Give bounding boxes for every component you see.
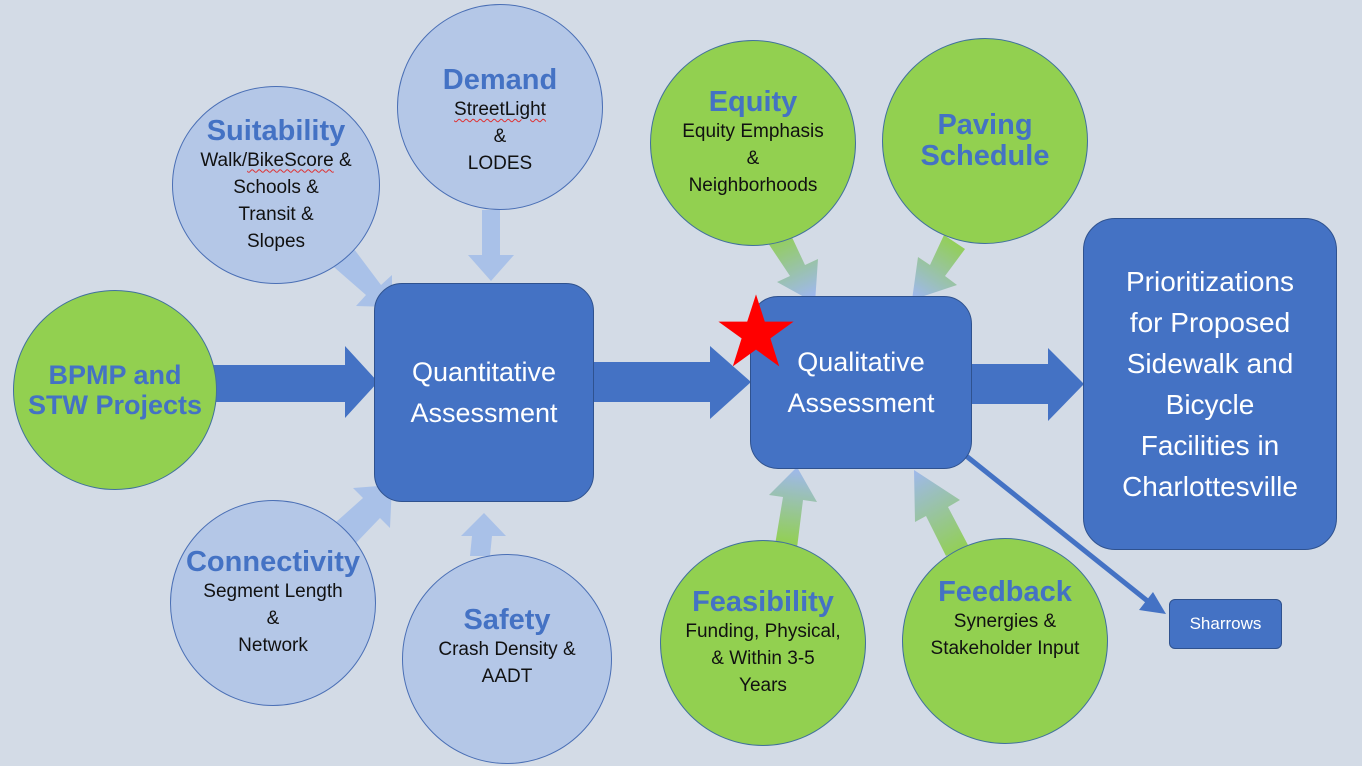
feedback-node: Feedback Synergies & Stakeholder Input — [902, 538, 1108, 744]
equity-line-1: Equity Emphasis — [682, 121, 824, 142]
paving-schedule-node: Paving Schedule — [882, 38, 1088, 244]
arrow-paving-to-qualitative — [912, 235, 965, 300]
result-line-3: Sidewalk and — [1126, 348, 1294, 379]
suitability-node: Suitability Walk/BikeScore & Schools & T… — [172, 86, 380, 284]
equity-node: Equity Equity Emphasis & Neighborhoods — [650, 40, 856, 246]
suitability-line-4: Slopes — [246, 230, 306, 252]
feedback-title: Feedback — [938, 576, 1072, 608]
bpmp-title: BPMP and STW Projects — [27, 360, 203, 420]
feedback-line-1: Synergies & — [953, 611, 1057, 632]
arrow-safety-to-quantitative — [461, 513, 506, 556]
feasibility-line-1: Funding, Physical, — [685, 621, 841, 642]
qualitative-line-2: Assessment — [787, 387, 935, 418]
equity-title: Equity — [708, 86, 798, 118]
connectivity-line-3: Network — [238, 635, 308, 656]
suitability-line-1: Walk/BikeScore & — [200, 149, 352, 171]
arrow-quantitative-to-qualitative — [575, 346, 751, 419]
paving-title-line-1: Paving — [937, 109, 1033, 141]
paving-title-line-2: Schedule — [920, 140, 1050, 172]
safety-line-1: Crash Density & — [438, 639, 576, 660]
result-line-6: Charlottesville — [1122, 471, 1298, 502]
connectivity-title: Connectivity — [185, 546, 361, 578]
feasibility-line-2: & Within 3-5 — [711, 648, 815, 669]
result-line-5: Facilities in — [1140, 430, 1280, 461]
feasibility-node: Feasibility Funding, Physical, & Within … — [660, 540, 866, 746]
quantitative-line-2: Assessment — [410, 397, 558, 428]
arrow-qualitative-to-sharrows — [963, 453, 1152, 605]
feedback-line-2: Stakeholder Input — [930, 638, 1080, 659]
suitability-line-2: Schools & — [233, 176, 319, 198]
equity-line-2: & — [746, 148, 760, 169]
prioritizations-result-box: Prioritizations for Proposed Sidewalk an… — [1083, 218, 1337, 550]
sharrows-label: Sharrows — [1189, 614, 1262, 633]
safety-title: Safety — [463, 604, 551, 636]
bpmp-stw-projects-node: BPMP and STW Projects — [13, 290, 217, 490]
red-star-icon — [718, 294, 794, 367]
sharrows-box: Sharrows — [1169, 599, 1282, 649]
result-line-2: for Proposed — [1129, 307, 1291, 338]
arrow-bpmp-to-quantitative — [213, 346, 378, 418]
arrow-equity-to-qualitative — [768, 233, 818, 303]
safety-node: Safety Crash Density & AADT — [402, 554, 612, 764]
qualitative-line-1: Qualitative — [797, 346, 925, 377]
arrow-feasibility-to-qualitative — [769, 467, 817, 548]
arrow-connectivity-to-quantitative — [335, 485, 392, 543]
suitability-line-3: Transit & — [238, 203, 314, 225]
arrow-qualitative-to-result — [970, 348, 1084, 421]
feasibility-line-3: Years — [739, 675, 787, 696]
arrow-demand-to-quantitative — [468, 210, 514, 281]
result-line-4: Bicycle — [1165, 389, 1255, 420]
demand-line-3: LODES — [467, 153, 533, 174]
feasibility-title: Feasibility — [692, 586, 834, 618]
demand-line-2: & — [493, 126, 507, 147]
connectivity-line-1: Segment Length — [203, 581, 343, 602]
connectivity-line-2: & — [266, 608, 280, 629]
result-line-1: Prioritizations — [1125, 266, 1295, 297]
quantitative-assessment-box: Quantitative Assessment — [374, 283, 594, 502]
demand-line-1: StreetLight — [454, 99, 546, 120]
demand-title: Demand — [442, 64, 558, 96]
demand-node: Demand StreetLight & LODES — [397, 4, 603, 210]
equity-line-3: Neighborhoods — [688, 175, 818, 196]
suitability-title: Suitability — [206, 114, 346, 147]
arrow-feedback-to-qualitative — [914, 470, 968, 556]
connectivity-node: Connectivity Segment Length & Network — [170, 500, 376, 706]
quantitative-line-1: Quantitative — [411, 356, 557, 387]
safety-line-2: AADT — [481, 666, 533, 687]
bikescore-text: BikeScore — [247, 149, 334, 171]
